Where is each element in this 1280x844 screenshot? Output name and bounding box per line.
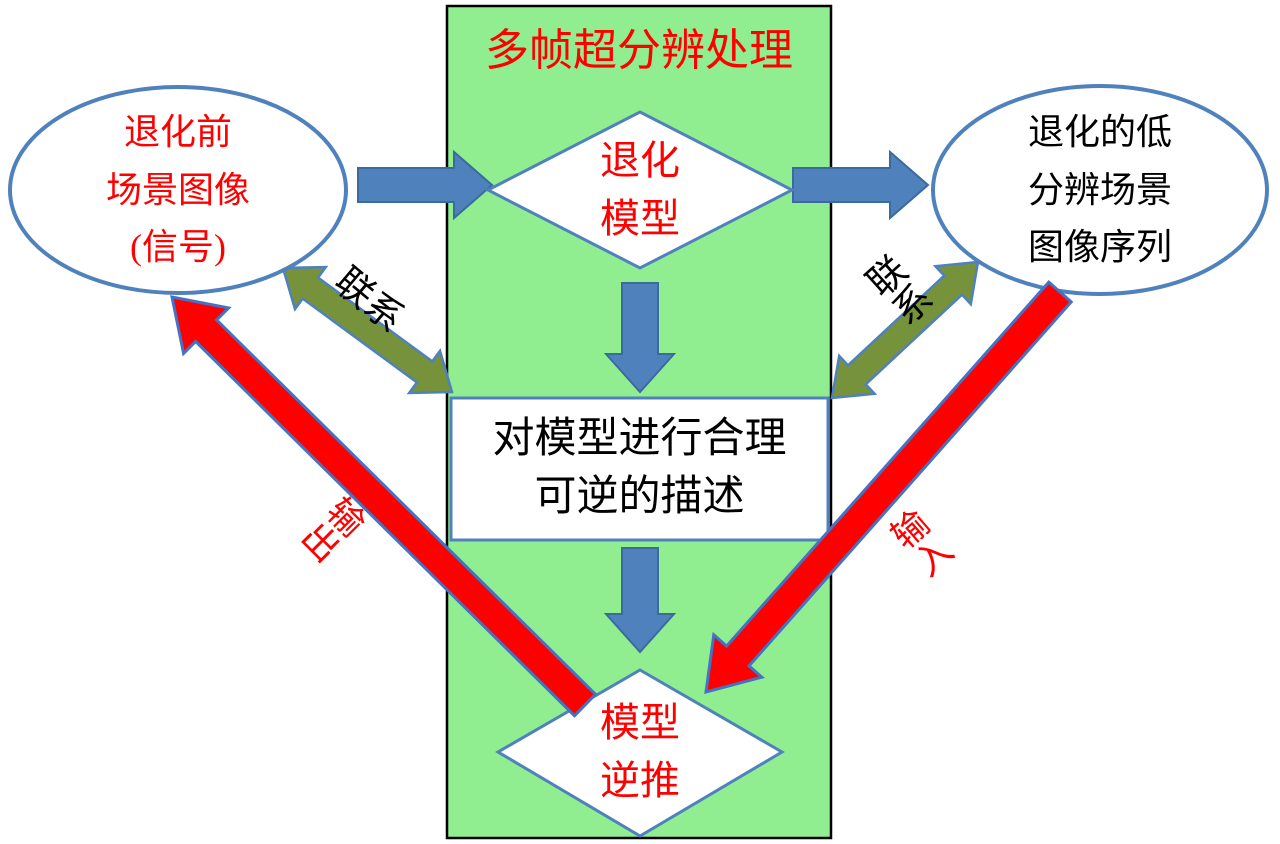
arrow-model-to-sequence — [792, 149, 930, 221]
input-arrow — [704, 279, 1074, 695]
arrow-model-to-description — [603, 282, 677, 394]
lr-sequence-ellipse — [931, 84, 1269, 296]
model-description-rect — [449, 396, 830, 542]
link-arrow-left — [281, 265, 454, 395]
output-arrow — [170, 295, 598, 718]
link-arrow-right — [830, 260, 980, 400]
panel-title: 多帧超分辨处理 — [485, 26, 793, 75]
degradation-model-diamond — [484, 110, 796, 270]
arrow-source-to-model — [357, 149, 494, 221]
arrow-description-to-inversion — [603, 547, 677, 654]
source-image-ellipse — [8, 85, 348, 295]
